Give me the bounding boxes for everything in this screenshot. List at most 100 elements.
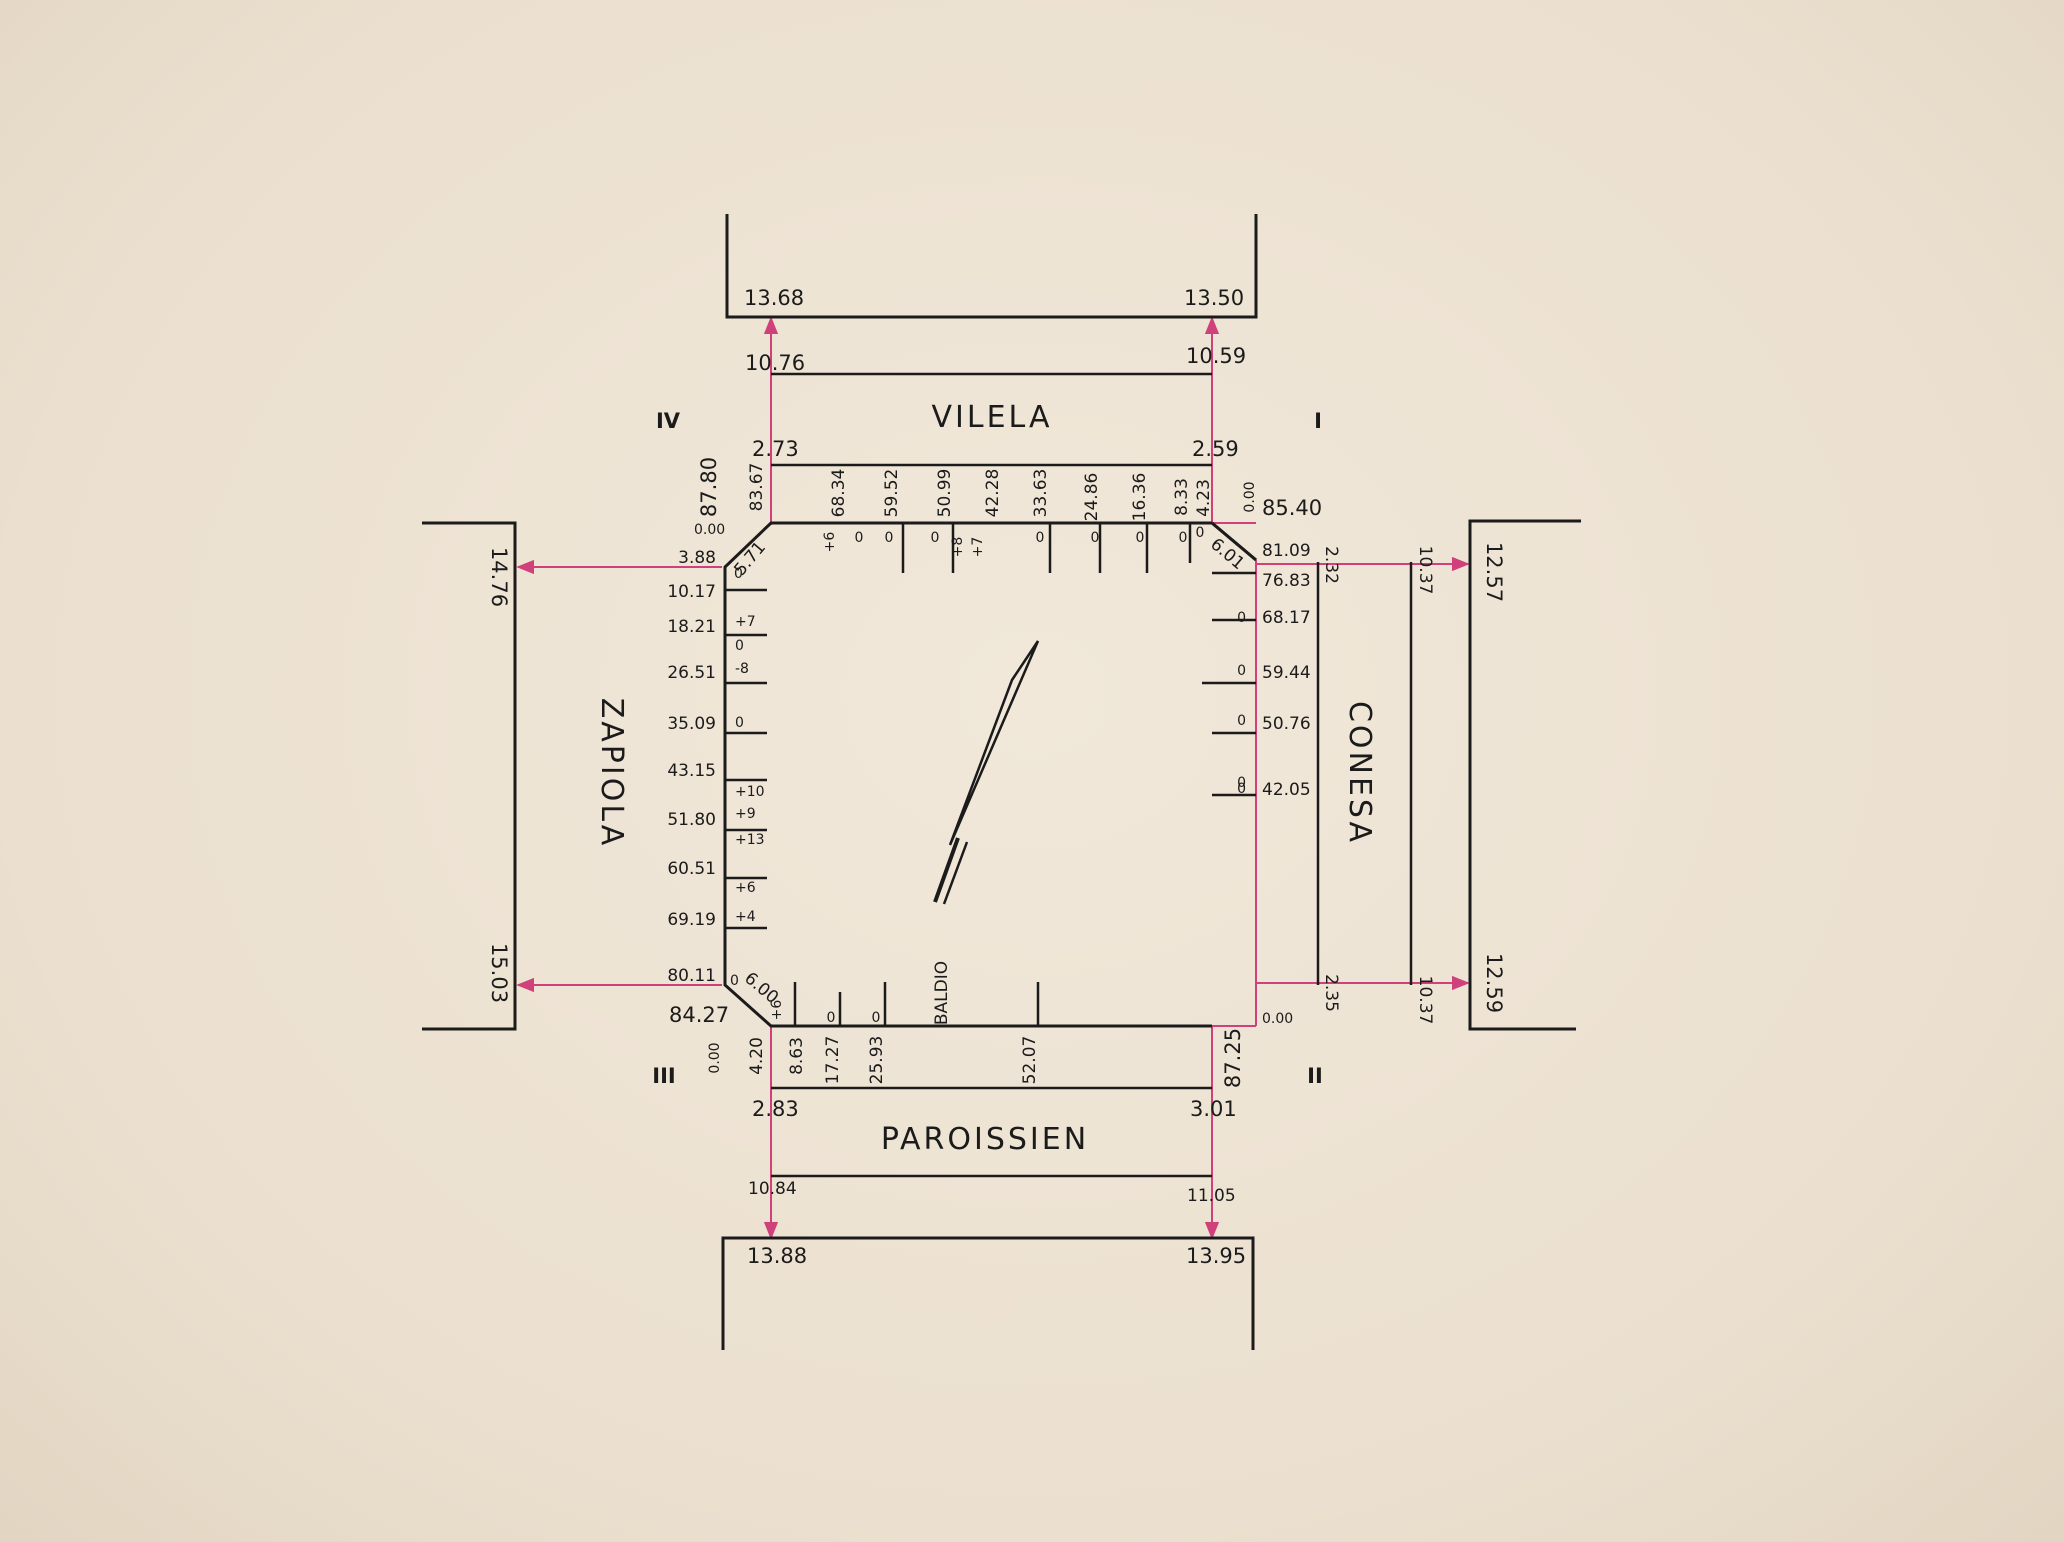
street-north: VILELA	[932, 400, 1053, 435]
east-dim: 42.05	[1262, 780, 1311, 800]
north-dim: 68.34	[829, 469, 849, 518]
north-mark: 0	[1036, 530, 1045, 546]
west-mark: -8	[735, 661, 749, 677]
chamfer-ne: 6.01	[1206, 534, 1248, 574]
west-mark: +9	[735, 806, 756, 822]
east-dim: 50.76	[1262, 714, 1311, 734]
quadrant-iii: III	[652, 1064, 675, 1088]
north-dim: 4.23	[1194, 479, 1214, 517]
corner-se-total: 87.25	[1221, 1028, 1245, 1088]
west-dim: 43.15	[667, 761, 716, 781]
west-dim: 80.11	[667, 966, 716, 986]
quadrant-iv: IV	[656, 409, 681, 433]
corner-sw-total: 84.27	[669, 1003, 729, 1027]
west-dim: 26.51	[667, 663, 716, 683]
parcel-ticks	[725, 523, 1256, 1026]
north-dim: 33.63	[1031, 469, 1051, 518]
south-dim: 25.93	[867, 1036, 887, 1085]
east-dim: 81.09	[1262, 541, 1311, 561]
north-dim: 50.99	[935, 469, 955, 518]
corner-nw-total: 87.80	[697, 457, 721, 517]
west-mark: 0	[735, 715, 744, 731]
north-inner-left: 2.73	[752, 437, 799, 461]
west-dim: 51.80	[667, 810, 716, 830]
east-mid-top: 10.37	[1415, 546, 1435, 595]
west-mark: +10	[735, 784, 765, 800]
west-mark: 0	[735, 638, 744, 654]
east-block-outline	[1468, 519, 1581, 1031]
north-mark: 0	[1136, 530, 1145, 546]
east-inner-top: 2.32	[1321, 546, 1341, 584]
west-dim: 3.88	[678, 548, 716, 568]
east-mark: 0	[1237, 781, 1246, 797]
south-outer-right: 13.95	[1186, 1244, 1246, 1268]
south-mark: 0	[827, 1010, 836, 1026]
west-block-outline	[422, 521, 517, 1031]
north-outer-left: 13.68	[744, 286, 804, 310]
north-mark: 0	[1179, 530, 1188, 546]
south-inner-right: 3.01	[1190, 1097, 1237, 1121]
west-dim: 35.09	[667, 714, 716, 734]
north-mark: 0	[1091, 530, 1100, 546]
corner-ne-zero: 0.00	[1242, 481, 1258, 512]
south-block-outline	[721, 1236, 1255, 1350]
corner-nw-zero: 0.00	[694, 522, 725, 538]
north-dim: 42.28	[983, 469, 1003, 518]
west-top: 14.76	[487, 547, 511, 607]
north-block-outline	[725, 214, 1258, 319]
north-arrow-icon	[933, 640, 1040, 905]
west-mark: +4	[735, 909, 756, 925]
south-dim: 4.20	[747, 1037, 767, 1075]
north-dim: 83.67	[747, 463, 767, 512]
north-dim: 24.86	[1082, 473, 1102, 522]
street-south: PAROISSIEN	[881, 1122, 1089, 1157]
corner-se-zero: 0.00	[1262, 1011, 1293, 1027]
north-inner-right: 2.59	[1192, 437, 1239, 461]
quadrant-ii: II	[1307, 1064, 1323, 1088]
block-perimeter	[723, 521, 1212, 1028]
west-mark: +13	[735, 832, 765, 848]
west-dim: 10.17	[667, 582, 716, 602]
adjacent-blocks	[422, 214, 1581, 1350]
west-mark: +6	[735, 880, 756, 896]
north-dim: 16.36	[1130, 473, 1150, 522]
north-mark: 0	[931, 530, 940, 546]
east-mark: 0	[1237, 663, 1246, 679]
south-mid-left: 10.84	[748, 1179, 797, 1199]
east-outer-bottom: 12.59	[1482, 953, 1506, 1013]
east-dim: 76.83	[1262, 571, 1311, 591]
corner-ne-total: 85.40	[1262, 496, 1322, 520]
street-west: ZAPIOLA	[594, 698, 629, 849]
corner-sw-zero: 0.00	[707, 1042, 723, 1073]
south-outer-left: 13.88	[747, 1244, 807, 1268]
north-mark: 0	[1196, 525, 1205, 541]
south-dim: 17.27	[823, 1036, 843, 1085]
south-dim: 8.63	[787, 1037, 807, 1075]
west-mark: 0	[730, 973, 739, 989]
north-mid-right: 10.59	[1186, 344, 1246, 368]
south-inner-left: 2.83	[752, 1097, 799, 1121]
east-mark: 0	[1237, 610, 1246, 626]
east-mid-bottom: 10.37	[1415, 976, 1435, 1025]
east-mark: 0	[1237, 713, 1246, 729]
south-mark: 0	[872, 1010, 881, 1026]
street-lines	[771, 372, 1413, 1178]
main-block	[723, 521, 1257, 1028]
block-ne-chamfer	[1211, 521, 1257, 562]
south-dim: 52.07	[1020, 1036, 1040, 1085]
north-mark: +7	[970, 537, 986, 558]
north-mark: +8	[950, 537, 966, 558]
east-dim: 68.17	[1262, 608, 1311, 628]
north-mid-left: 10.76	[745, 351, 805, 375]
east-inner-bottom: 2.35	[1321, 974, 1341, 1012]
north-mark: +6	[822, 532, 838, 553]
north-mark: 0	[885, 530, 894, 546]
north-outer-right: 13.50	[1184, 286, 1244, 310]
south-mid-right: 11.05	[1187, 1186, 1236, 1206]
north-dim: 8.33	[1172, 478, 1192, 516]
west-mark: +7	[735, 614, 756, 630]
street-east: CONESA	[1342, 701, 1377, 845]
south-baldio-label: BALDIO	[932, 961, 952, 1025]
